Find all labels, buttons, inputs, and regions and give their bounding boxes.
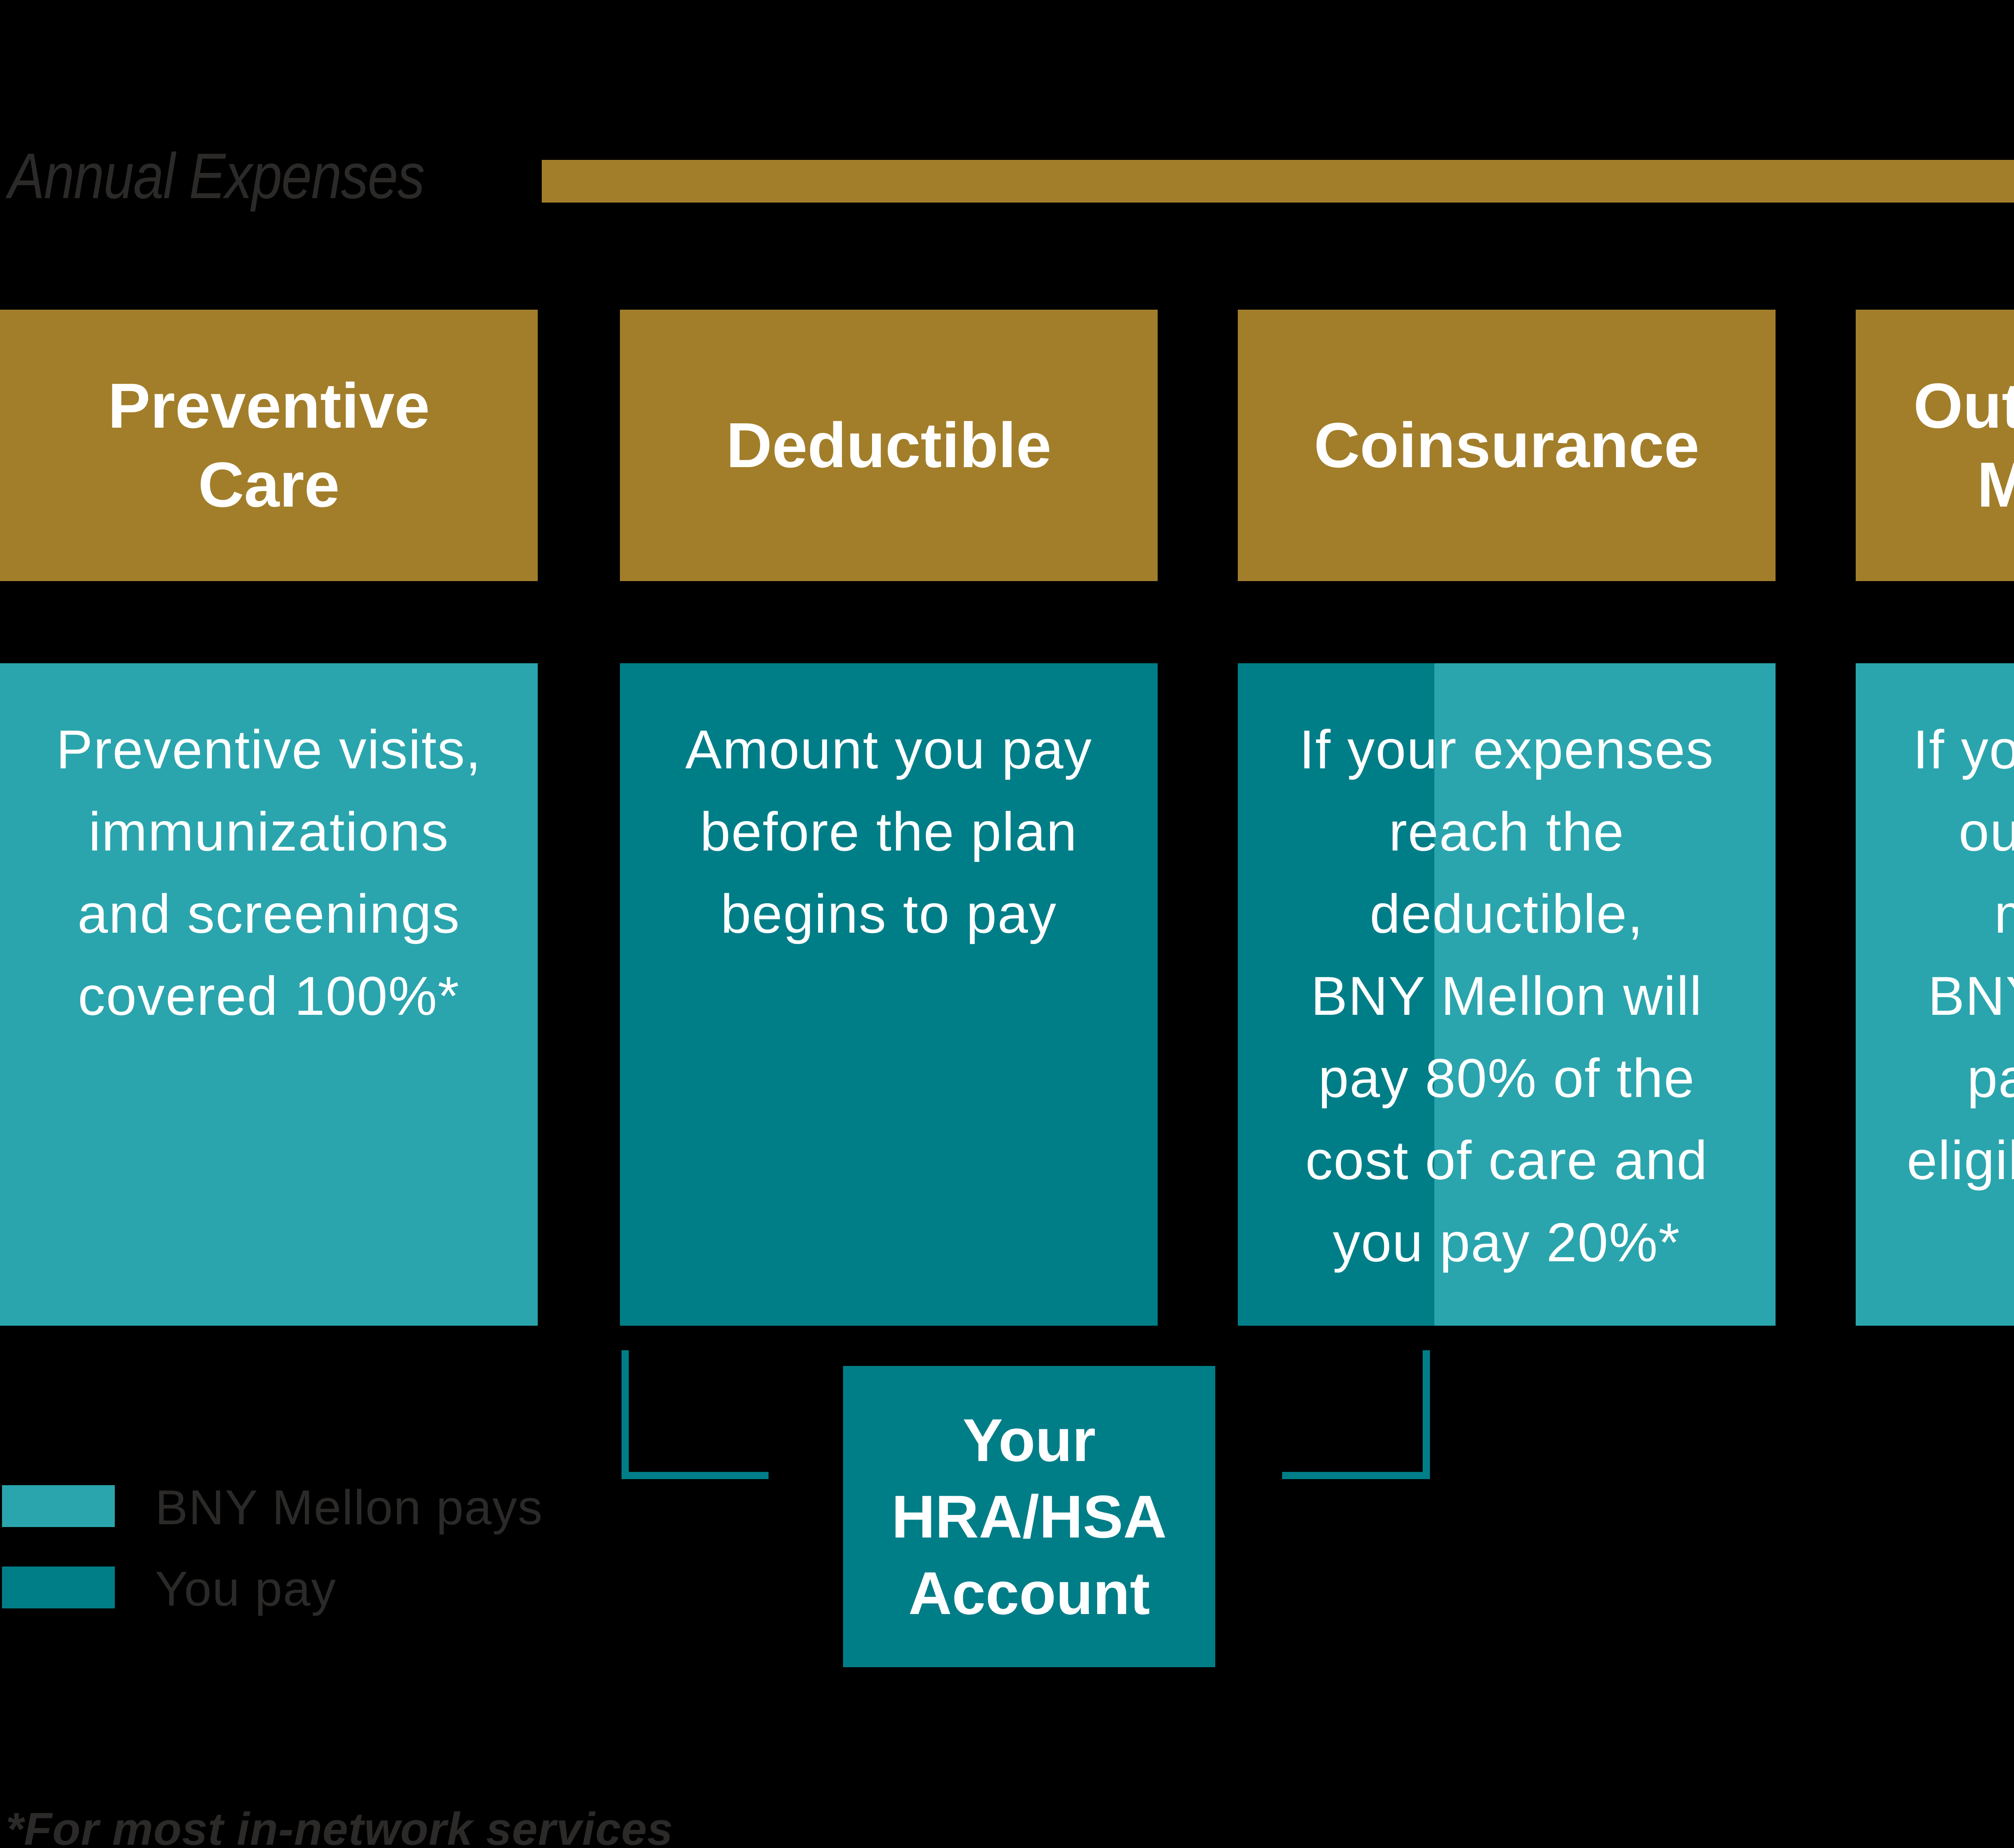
body-deductible: Amount you pay before the plan begins to…: [620, 663, 1158, 1326]
legend-swatch-you-pay: [2, 1567, 115, 1608]
header-coinsurance: Coinsurance: [1238, 310, 1776, 581]
body-deductible-text: Amount you pay before the plan begins to…: [685, 719, 1092, 944]
legend-label-you-pay: You pay: [155, 1561, 337, 1616]
body-out-of-pocket-maximum-text: If you reach your out-of-pocket maximum,…: [1906, 719, 2014, 1191]
arrow-shaft: [542, 160, 2014, 203]
left-bracket-connector: [622, 1350, 769, 1479]
header-deductible: Deductible: [620, 310, 1158, 581]
body-coinsurance: If your expenses reach the deductible, B…: [1238, 663, 1776, 1326]
header-preventive-care: Preventive Care: [0, 310, 538, 581]
right-bracket-connector: [1282, 1350, 1430, 1479]
hra-hsa-account-box: Your HRA/HSA Account: [843, 1366, 1215, 1667]
body-out-of-pocket-maximum: If you reach your out-of-pocket maximum,…: [1856, 663, 2014, 1326]
annual-expenses-label: Annual Expenses: [8, 140, 425, 212]
body-preventive-care: Preventive visits, immunizations and scr…: [0, 663, 538, 1326]
header-out-of-pocket-maximum: Out-of-Pocket Maximum: [1856, 310, 2014, 581]
legend-label-bny-mellon-pays: BNY Mellon pays: [155, 1480, 543, 1535]
coinsurance-you-pay-region: [1238, 663, 1434, 1326]
footnote: *For most in-network services: [6, 1804, 673, 1848]
body-coinsurance-text: If your expenses reach the deductible, B…: [1299, 719, 1714, 1273]
body-preventive-care-text: Preventive visits, immunizations and scr…: [56, 719, 482, 1026]
legend-swatch-bny-mellon-pays: [2, 1485, 115, 1527]
